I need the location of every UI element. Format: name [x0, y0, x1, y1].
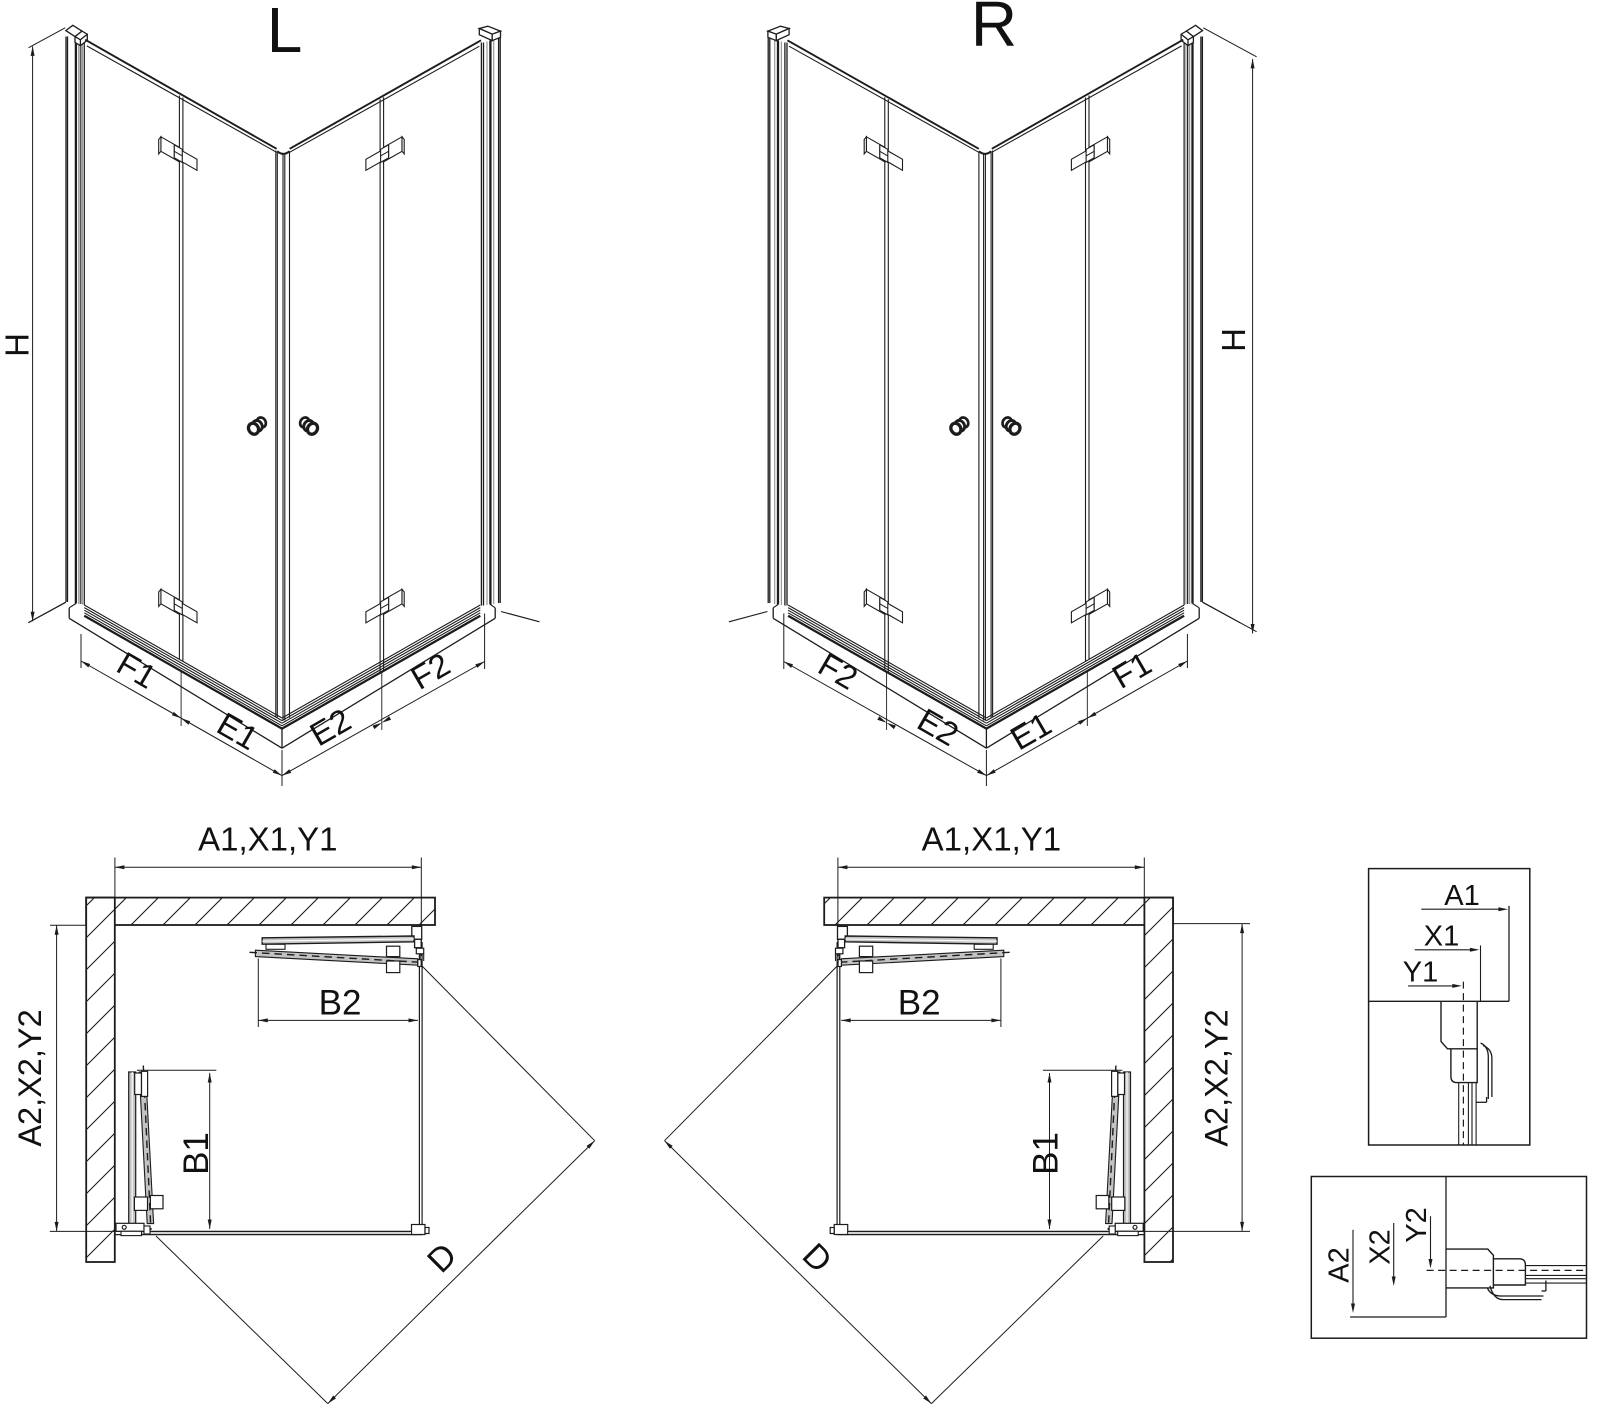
svg-text:B1: B1	[177, 1132, 216, 1175]
svg-text:A2,X2,Y2: A2,X2,Y2	[1199, 1009, 1235, 1146]
svg-text:R: R	[971, 0, 1017, 60]
svg-text:Y2: Y2	[1401, 1207, 1433, 1242]
svg-text:X1: X1	[1424, 921, 1459, 953]
svg-text:L: L	[267, 0, 303, 66]
svg-text:X2: X2	[1364, 1229, 1396, 1264]
svg-text:A1,X1,Y1: A1,X1,Y1	[922, 821, 1061, 858]
svg-text:H: H	[0, 333, 35, 357]
svg-text:A1: A1	[1444, 880, 1479, 912]
svg-text:Y1: Y1	[1403, 957, 1438, 989]
svg-text:B1: B1	[1027, 1132, 1066, 1175]
svg-text:B2: B2	[898, 984, 941, 1023]
svg-text:B2: B2	[319, 984, 362, 1023]
svg-text:H: H	[1215, 328, 1252, 352]
svg-text:A2,X2,Y2: A2,X2,Y2	[12, 1009, 48, 1146]
svg-text:A2: A2	[1324, 1247, 1356, 1282]
svg-text:A1,X1,Y1: A1,X1,Y1	[198, 821, 337, 858]
